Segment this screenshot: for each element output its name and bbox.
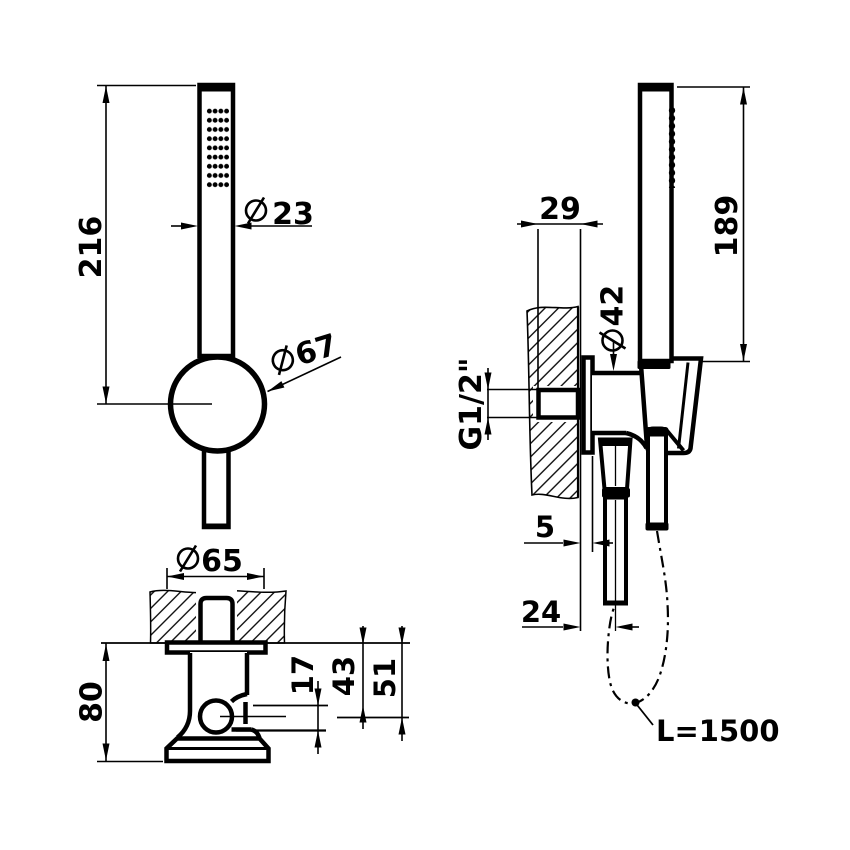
dim-axis-depth: 43	[327, 626, 367, 729]
dim-label-hose-length: L=1500	[656, 714, 780, 748]
dim-hose-axis-offset: 24	[521, 595, 639, 631]
arrowhead-up	[102, 86, 110, 103]
arrowhead-up	[484, 417, 492, 435]
hose-length-leader	[636, 704, 654, 726]
arrowhead-down	[610, 354, 617, 371]
dim-label-80: 80	[75, 681, 110, 723]
dim-hose-depth: 51	[368, 626, 406, 741]
tube-top-band	[645, 427, 669, 437]
escutcheon-flange	[581, 355, 595, 455]
dim-label-216: 216	[74, 216, 109, 279]
dim-outlet-offset: 17	[286, 655, 322, 754]
clamp-upper-edge	[229, 691, 248, 704]
arrowhead-down	[102, 743, 110, 761]
dim-label-43: 43	[327, 656, 361, 696]
tube-end-band	[645, 522, 669, 531]
diameter-symbol	[176, 544, 200, 573]
hose-nut	[602, 488, 630, 498]
dim-handle-diameter: 23	[171, 196, 314, 232]
cup-bottom-edge	[664, 428, 686, 452]
diameter-symbol	[244, 196, 268, 225]
dim-label-17: 17	[286, 655, 320, 695]
dim-label-189: 189	[710, 195, 745, 258]
arrowhead-up	[740, 87, 747, 105]
arrowhead-right	[563, 539, 581, 547]
front-view: 216 23 67	[74, 82, 341, 530]
dim-thread: G1/2"	[454, 358, 537, 451]
hose-loop: L=1500	[606, 530, 780, 748]
arrowhead-left	[615, 623, 633, 631]
dim-label-67: 67	[291, 328, 341, 374]
dim-label-65: 65	[201, 544, 243, 579]
hose-loop-reference-dot	[631, 698, 640, 707]
dim-label-23: 23	[272, 197, 314, 232]
thread-spigot	[536, 387, 581, 420]
arrowhead-down	[740, 344, 747, 361]
cup-inner-edge	[677, 362, 690, 449]
arrowhead-right	[247, 573, 264, 580]
arrowhead-up	[359, 705, 367, 723]
dim-label-5: 5	[535, 510, 555, 544]
dim-body-diameter: 42	[596, 285, 631, 371]
hose-cone-top-band	[598, 437, 632, 446]
handshower-front	[167, 82, 268, 530]
dim-projection: 29	[517, 192, 603, 388]
handle-lower-tube	[201, 442, 231, 530]
arrowhead-leader	[267, 381, 285, 392]
dim-label-thread: G1/2"	[454, 358, 489, 451]
arrowhead-right	[563, 623, 581, 631]
arrowhead-right	[521, 220, 538, 228]
handle-lower-tube-side	[646, 426, 668, 529]
spray-nozzle-strip	[666, 106, 678, 188]
arrowhead-down	[359, 627, 367, 645]
bottom-view: 65 80	[75, 544, 410, 764]
arrowhead-left	[592, 539, 610, 547]
arrowhead-right	[181, 222, 198, 230]
arrowhead-up	[398, 717, 406, 735]
dim-holder-diameter: 67	[267, 328, 341, 393]
dim-label-51: 51	[368, 658, 402, 698]
arrowhead-up	[314, 730, 322, 748]
dim-side-length: 189	[677, 86, 750, 363]
inlet-spigot	[198, 595, 235, 643]
arrowhead-left	[580, 220, 598, 228]
handshower-side	[637, 82, 686, 531]
hose-outlet	[597, 437, 633, 631]
body-left-edge	[175, 653, 193, 740]
arrowhead-down	[314, 688, 322, 706]
dim-face-offset: 5	[524, 456, 613, 552]
arrowhead-down	[102, 386, 110, 404]
dim-recess-diameter: 65	[166, 544, 265, 589]
outlet-body	[164, 640, 271, 764]
handle-shoulder-band	[637, 360, 671, 369]
spray-nozzle-dots	[206, 106, 229, 189]
dim-label-29: 29	[539, 192, 581, 227]
side-view: L=1500 189 29 G1/2"	[454, 82, 780, 748]
escutcheon-flange-bottom	[164, 640, 268, 655]
arrowhead-down	[484, 372, 492, 390]
dim-bottom-height: 80	[75, 643, 163, 763]
dim-label-24: 24	[521, 595, 561, 629]
diameter-symbol: 42	[596, 285, 631, 352]
dim-label-42: 42	[596, 285, 631, 327]
bracket-body	[592, 370, 649, 450]
arrowhead-down	[398, 627, 406, 645]
dim-front-height: 216	[74, 84, 196, 404]
arrowhead-left	[167, 573, 184, 580]
arrowhead-left	[234, 222, 252, 230]
diameter-symbol: 67	[271, 328, 341, 376]
arrowhead-up	[102, 644, 110, 661]
